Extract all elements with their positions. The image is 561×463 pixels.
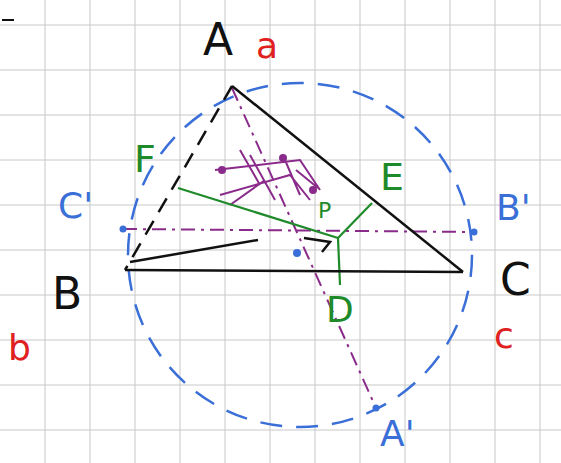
- foot-label: D: [326, 292, 354, 328]
- foot-label: F: [134, 140, 156, 178]
- point-label: C': [58, 188, 93, 224]
- center-dot: [293, 249, 301, 257]
- point-label: A': [380, 416, 415, 452]
- purple-lines: [123, 88, 474, 408]
- vertex-label: C: [500, 258, 531, 302]
- vertex-label: A: [203, 18, 233, 62]
- side-label: a: [256, 28, 278, 64]
- triangle: [125, 86, 463, 272]
- foot-label: E: [380, 158, 404, 196]
- scribble: [215, 150, 320, 205]
- point-label: B': [496, 190, 531, 226]
- point-label: P: [318, 200, 331, 222]
- circumcircle: [128, 83, 472, 427]
- stray-stroke: [2, 19, 14, 21]
- side-label: b: [8, 330, 31, 366]
- vertex-label: B: [52, 272, 82, 316]
- circle-points: [120, 226, 478, 412]
- side-label: c: [494, 318, 514, 354]
